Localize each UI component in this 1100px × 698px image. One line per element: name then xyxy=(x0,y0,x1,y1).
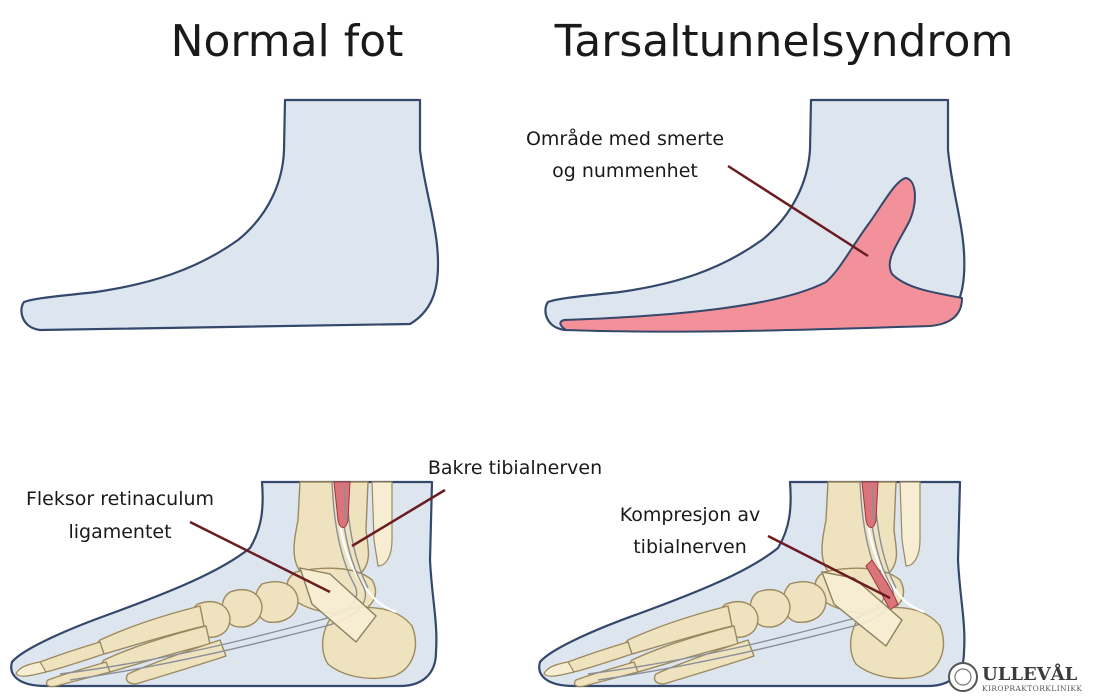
label-compression-line1: Kompresjon av xyxy=(620,504,761,526)
title-tarsal-tunnel-syndrome: Tarsaltunnelsyndrom xyxy=(554,16,1014,67)
title-normal-foot: Normal fot xyxy=(171,16,404,67)
label-posterior-tibial-nerve: Bakre tibialnerven xyxy=(428,457,602,479)
label-pain-area-line1: Område med smerte xyxy=(526,127,724,150)
logo-seal-icon xyxy=(949,663,977,691)
label-flexor-retinaculum-line1: Fleksor retinaculum xyxy=(26,488,214,510)
normal-foot-outline xyxy=(21,100,438,330)
logo-name: ULLEVÅL xyxy=(982,662,1078,685)
label-pain-area-line2: og nummenhet xyxy=(552,160,698,182)
label-compression-line2: tibialnerven xyxy=(633,536,747,558)
ulleval-logo: ULLEVÅL KIROPRAKTORKLINIKK xyxy=(949,662,1082,693)
label-flexor-retinaculum-line2: ligamentet xyxy=(68,521,171,543)
normal-foot-skeleton xyxy=(11,482,436,687)
logo-subtitle: KIROPRAKTORKLINIKK xyxy=(982,684,1082,693)
